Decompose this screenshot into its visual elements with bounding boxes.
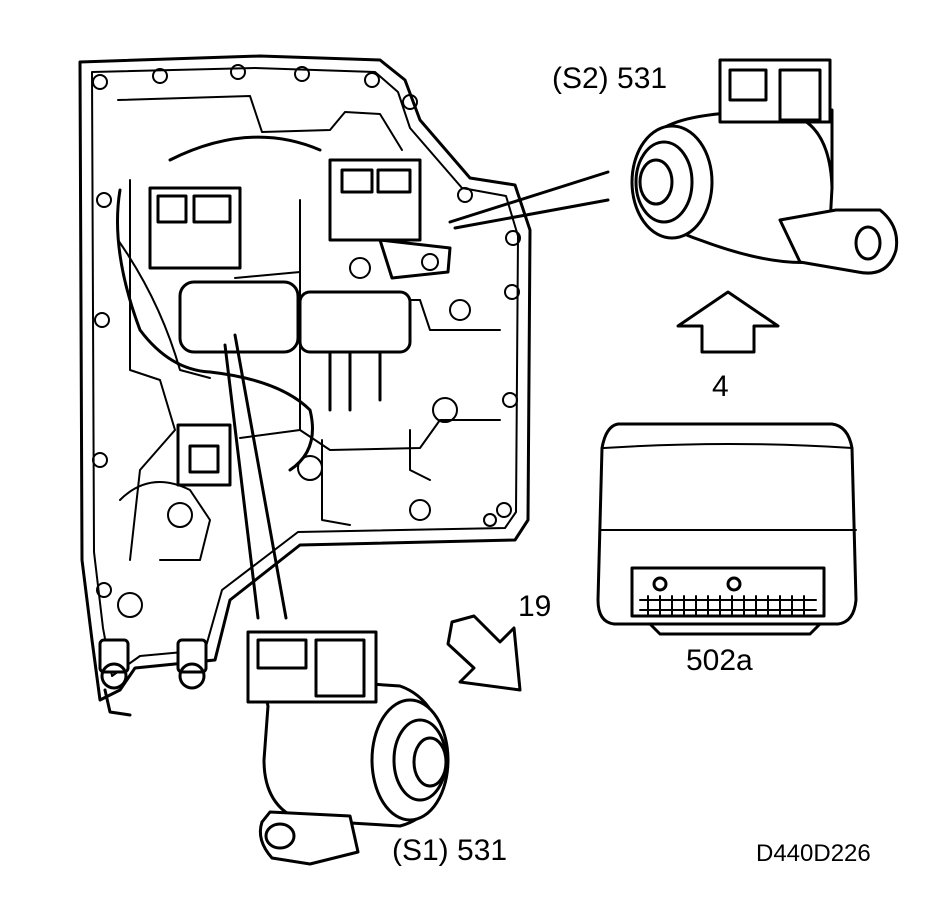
control-module-label: 502a — [686, 644, 753, 677]
gasket-bolt-holes — [92, 64, 521, 618]
arrow-up-ref-label: 4 — [712, 370, 729, 403]
solenoid-s1-illustration — [246, 630, 450, 866]
installed-solenoids — [178, 280, 412, 412]
arrow-diagonal-19 — [446, 614, 522, 692]
valve-body-connectors — [148, 158, 452, 280]
leader-lines — [223, 170, 610, 620]
solenoid-s1-label: (S1) 531 — [392, 834, 508, 867]
arrow-up-4 — [676, 290, 780, 354]
solenoid-s2-label: (S2) 531 — [552, 62, 668, 95]
solenoid-s2-illustration — [630, 58, 899, 275]
control-module-502a-illustration — [596, 422, 858, 636]
valve-body-housing — [78, 54, 532, 717]
pressure-fittings — [98, 638, 208, 717]
drawing-code-label: D440D226 — [756, 840, 871, 867]
side-connector — [176, 423, 232, 487]
valve-body-channels — [117, 95, 501, 561]
module-pins — [639, 595, 817, 615]
arrow-diag-ref-label: 19 — [518, 590, 552, 623]
wiring-harness — [116, 135, 322, 472]
